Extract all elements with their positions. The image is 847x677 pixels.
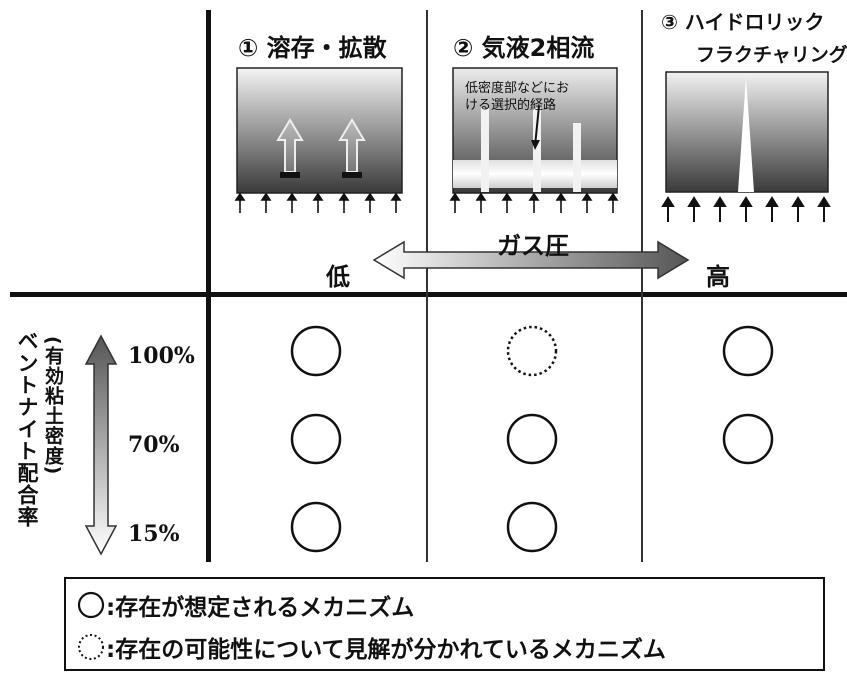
up-arrow-icon [276,118,304,178]
mechanism-present-circle [506,501,558,553]
header-hydraulic-fracturing-line2: フラクチャリング [696,44,847,66]
legend-row-disputed: :存在の可能性について見解が分かれているメカニズム [76,627,666,667]
hydraulic-fracturing-illustration [661,71,831,222]
header-dissolution-diffusion: ① 溶存・拡散 [238,34,387,62]
mechanism-present-circle [722,413,774,465]
horizontal-axis-line [10,292,847,297]
high-label: 高 [706,263,730,291]
legend-box: :存在が想定されるメカニズム :存在の可能性について見解が分かれているメカニズム [64,577,825,671]
row-label-100: 100% [128,343,195,369]
effective-clay-density-label: (有効粘土密度) [42,336,64,476]
selective-path-annotation-line2: ける選択的経路 [465,98,557,113]
mechanism-present-circle [290,413,342,465]
column-divider-2 [641,10,643,562]
gas-pressure-arrows [661,196,831,222]
gas-pressure-double-arrow [372,240,690,280]
header-hydraulic-fracturing-line1: ③ ハイドロリック [661,10,825,34]
dissolution-diffusion-illustration [234,67,403,213]
mechanism-present-circle [722,325,774,377]
dotted-circle-icon [78,634,104,660]
gas-pressure-arrows [449,192,619,213]
mechanism-present-circle [290,325,342,377]
legend-disputed-text: :存在の可能性について見解が分かれているメカニズム [106,637,666,663]
two-phase-flow-illustration [449,67,619,213]
mechanism-disputed-circle [506,325,558,377]
up-arrow-icon [338,118,366,178]
bentonite-ratio-label: ベントナイト配合率 [15,330,39,528]
mechanism-present-circle [290,501,342,553]
legend-present-text: :存在が想定されるメカニズム [106,595,415,621]
selective-path-annotation-line1: 低密度部などにお [465,81,570,96]
gas-pressure-arrows [234,192,402,213]
header-two-phase-flow: ② 気液2相流 [453,34,595,62]
row-label-70: 70% [128,432,180,458]
column-divider-1 [426,10,428,562]
row-label-15: 15% [128,521,180,547]
gas-pressure-label: ガス圧 [497,232,569,260]
mechanism-present-circle [506,413,558,465]
legend-row-present: :存在が想定されるメカニズム [76,585,414,625]
low-label: 低 [326,263,350,291]
bentonite-ratio-arrow [84,334,118,556]
vertical-axis-line [206,10,211,562]
solid-circle-icon [77,591,105,619]
